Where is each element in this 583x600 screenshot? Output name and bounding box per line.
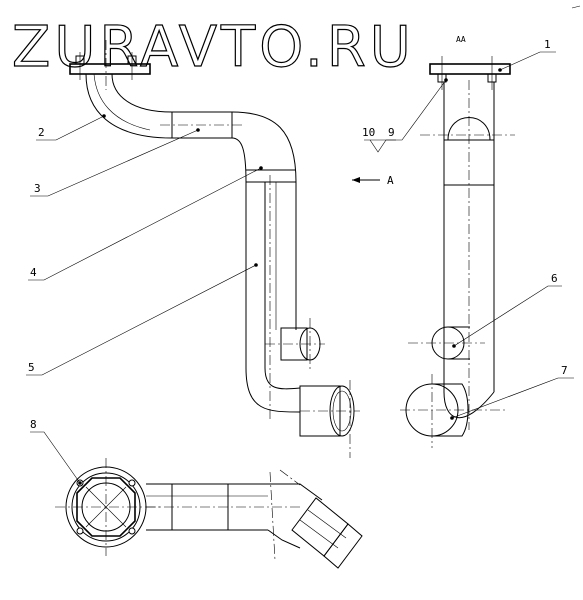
front-view xyxy=(69,40,360,458)
callout-3: 3 xyxy=(34,182,41,195)
second-elbow-outer xyxy=(231,111,297,183)
callout-leaders: 1 2 3 4 5 6 7 8 9 10 xyxy=(26,38,574,485)
bottom-bend-outer xyxy=(245,367,301,413)
elbow-outer-arc xyxy=(85,73,173,139)
plan-view xyxy=(55,458,363,569)
callout-4: 4 xyxy=(30,266,37,279)
elbow-inner-arc xyxy=(111,73,173,113)
side-flange xyxy=(429,63,511,75)
side-view: AA xyxy=(400,35,515,448)
view-mark: AA xyxy=(456,35,466,44)
callout-6: 6 xyxy=(551,272,558,285)
front-flange xyxy=(69,63,151,75)
plan-outlet-body xyxy=(291,497,349,557)
callout-8: 8 xyxy=(30,418,37,431)
callout-7: 7 xyxy=(561,364,568,377)
callout-5: 5 xyxy=(28,361,35,374)
second-elbow-inner xyxy=(231,137,247,183)
callout-10: 10 xyxy=(362,126,375,139)
corner-mark xyxy=(571,5,581,9)
watermark-text: ZURAVTO.RU xyxy=(12,15,415,80)
plan-flange-octagon xyxy=(76,477,136,537)
callout-9: 9 xyxy=(388,126,395,139)
view-arrow-a: A xyxy=(352,174,394,187)
callout-1: 1 xyxy=(544,38,551,51)
view-label-a: A xyxy=(387,174,394,187)
callout-2: 2 xyxy=(38,126,45,139)
